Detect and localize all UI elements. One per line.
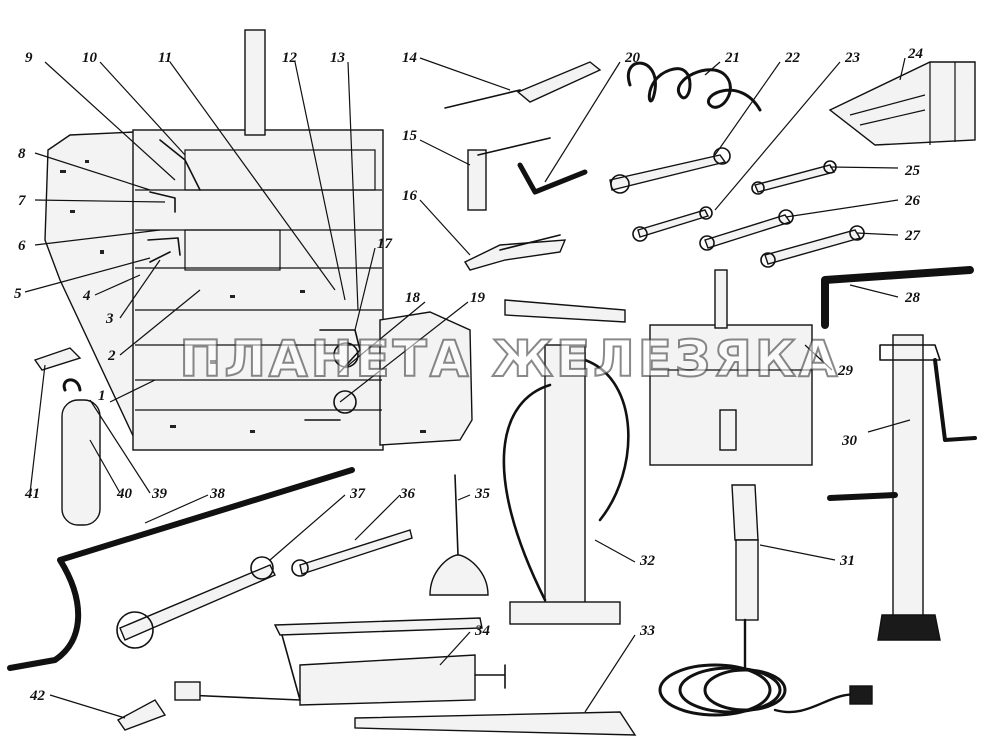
callout-10: 10: [82, 50, 98, 66]
tool-roll-left-flap: [44, 131, 136, 441]
callout-39: 39: [151, 486, 168, 502]
wrench-22: [609, 147, 731, 194]
lever-33: [354, 711, 637, 736]
coil-spring-21: [626, 61, 762, 112]
tyre-pump-32: [502, 299, 630, 625]
wrench-26: [699, 209, 794, 251]
callout-27: 27: [904, 228, 921, 244]
tool-roll-strap: [244, 29, 266, 136]
callout-37: 37: [349, 486, 366, 502]
wrench-23: [632, 206, 713, 242]
callout-9: 9: [25, 50, 33, 66]
callout-12: 12: [282, 50, 298, 66]
callout-33: 33: [639, 623, 656, 639]
callout-14: 14: [402, 50, 418, 66]
callout-40: 40: [116, 486, 133, 502]
callout-21: 21: [724, 50, 740, 66]
callout-numbers: 1 2 3 4 5 6 7 8 9 10 11 12 13 14 15 16 1…: [14, 46, 924, 704]
callout-5: 5: [14, 286, 22, 302]
callout-6: 6: [18, 238, 26, 254]
oil-can-35: [429, 474, 489, 596]
tool-roll-body: [132, 129, 384, 451]
callout-1: 1: [98, 388, 106, 404]
callout-23: 23: [844, 50, 861, 66]
tube-40: [61, 399, 101, 526]
callout-11: 11: [158, 50, 172, 66]
callout-20: 20: [624, 50, 641, 66]
wrench-27: [760, 225, 865, 268]
callout-17: 17: [377, 236, 393, 252]
starting-handle-38: [7, 467, 355, 671]
callout-30: 30: [841, 433, 858, 449]
hex-key-20: [517, 162, 588, 195]
callout-8: 8: [18, 146, 26, 162]
callout-31: 31: [839, 553, 855, 569]
callout-25: 25: [904, 163, 921, 179]
spanner-36: [291, 529, 413, 577]
tool-roll-right-flap: [379, 311, 473, 446]
callout-38: 38: [209, 486, 226, 502]
callout-19: 19: [470, 290, 486, 306]
callout-24: 24: [907, 46, 924, 62]
inspection-lamp-31: [658, 484, 873, 717]
roll-tools: [147, 139, 361, 421]
callout-26: 26: [904, 193, 921, 209]
callout-41: 41: [24, 486, 40, 502]
callout-29: 29: [837, 363, 854, 379]
callout-13: 13: [330, 50, 346, 66]
bag-29: [649, 269, 813, 466]
nozzle-42: [116, 681, 201, 731]
callout-35: 35: [474, 486, 491, 502]
wheel-brace-28: [821, 266, 974, 329]
wood-block-24: [828, 61, 976, 146]
roll-texture: [60, 160, 426, 433]
callout-15: 15: [402, 128, 418, 144]
callout-16: 16: [402, 188, 418, 204]
callout-7: 7: [18, 193, 26, 209]
jack-30: [827, 334, 977, 641]
callout-32: 32: [639, 553, 656, 569]
pliers-16: [463, 234, 567, 271]
left-small-items: [33, 347, 101, 526]
callout-34: 34: [474, 623, 491, 639]
callout-22: 22: [784, 50, 801, 66]
wrench-25: [751, 160, 837, 195]
box-spanner-15: [467, 137, 551, 211]
callout-42: 42: [29, 688, 46, 704]
tool-roll: [44, 29, 473, 451]
callout-2: 2: [107, 348, 116, 364]
callout-3: 3: [105, 311, 114, 327]
clip-39: [62, 378, 82, 392]
callout-4: 4: [82, 288, 91, 304]
callout-36: 36: [399, 486, 416, 502]
leader-lines: [24, 57, 911, 719]
screwdriver-14: [444, 61, 602, 109]
ring-spanner-37: [116, 556, 276, 649]
callout-18: 18: [405, 290, 421, 306]
key-41: [33, 347, 82, 371]
grease-gun-34: [184, 617, 506, 706]
callout-28: 28: [904, 290, 921, 306]
